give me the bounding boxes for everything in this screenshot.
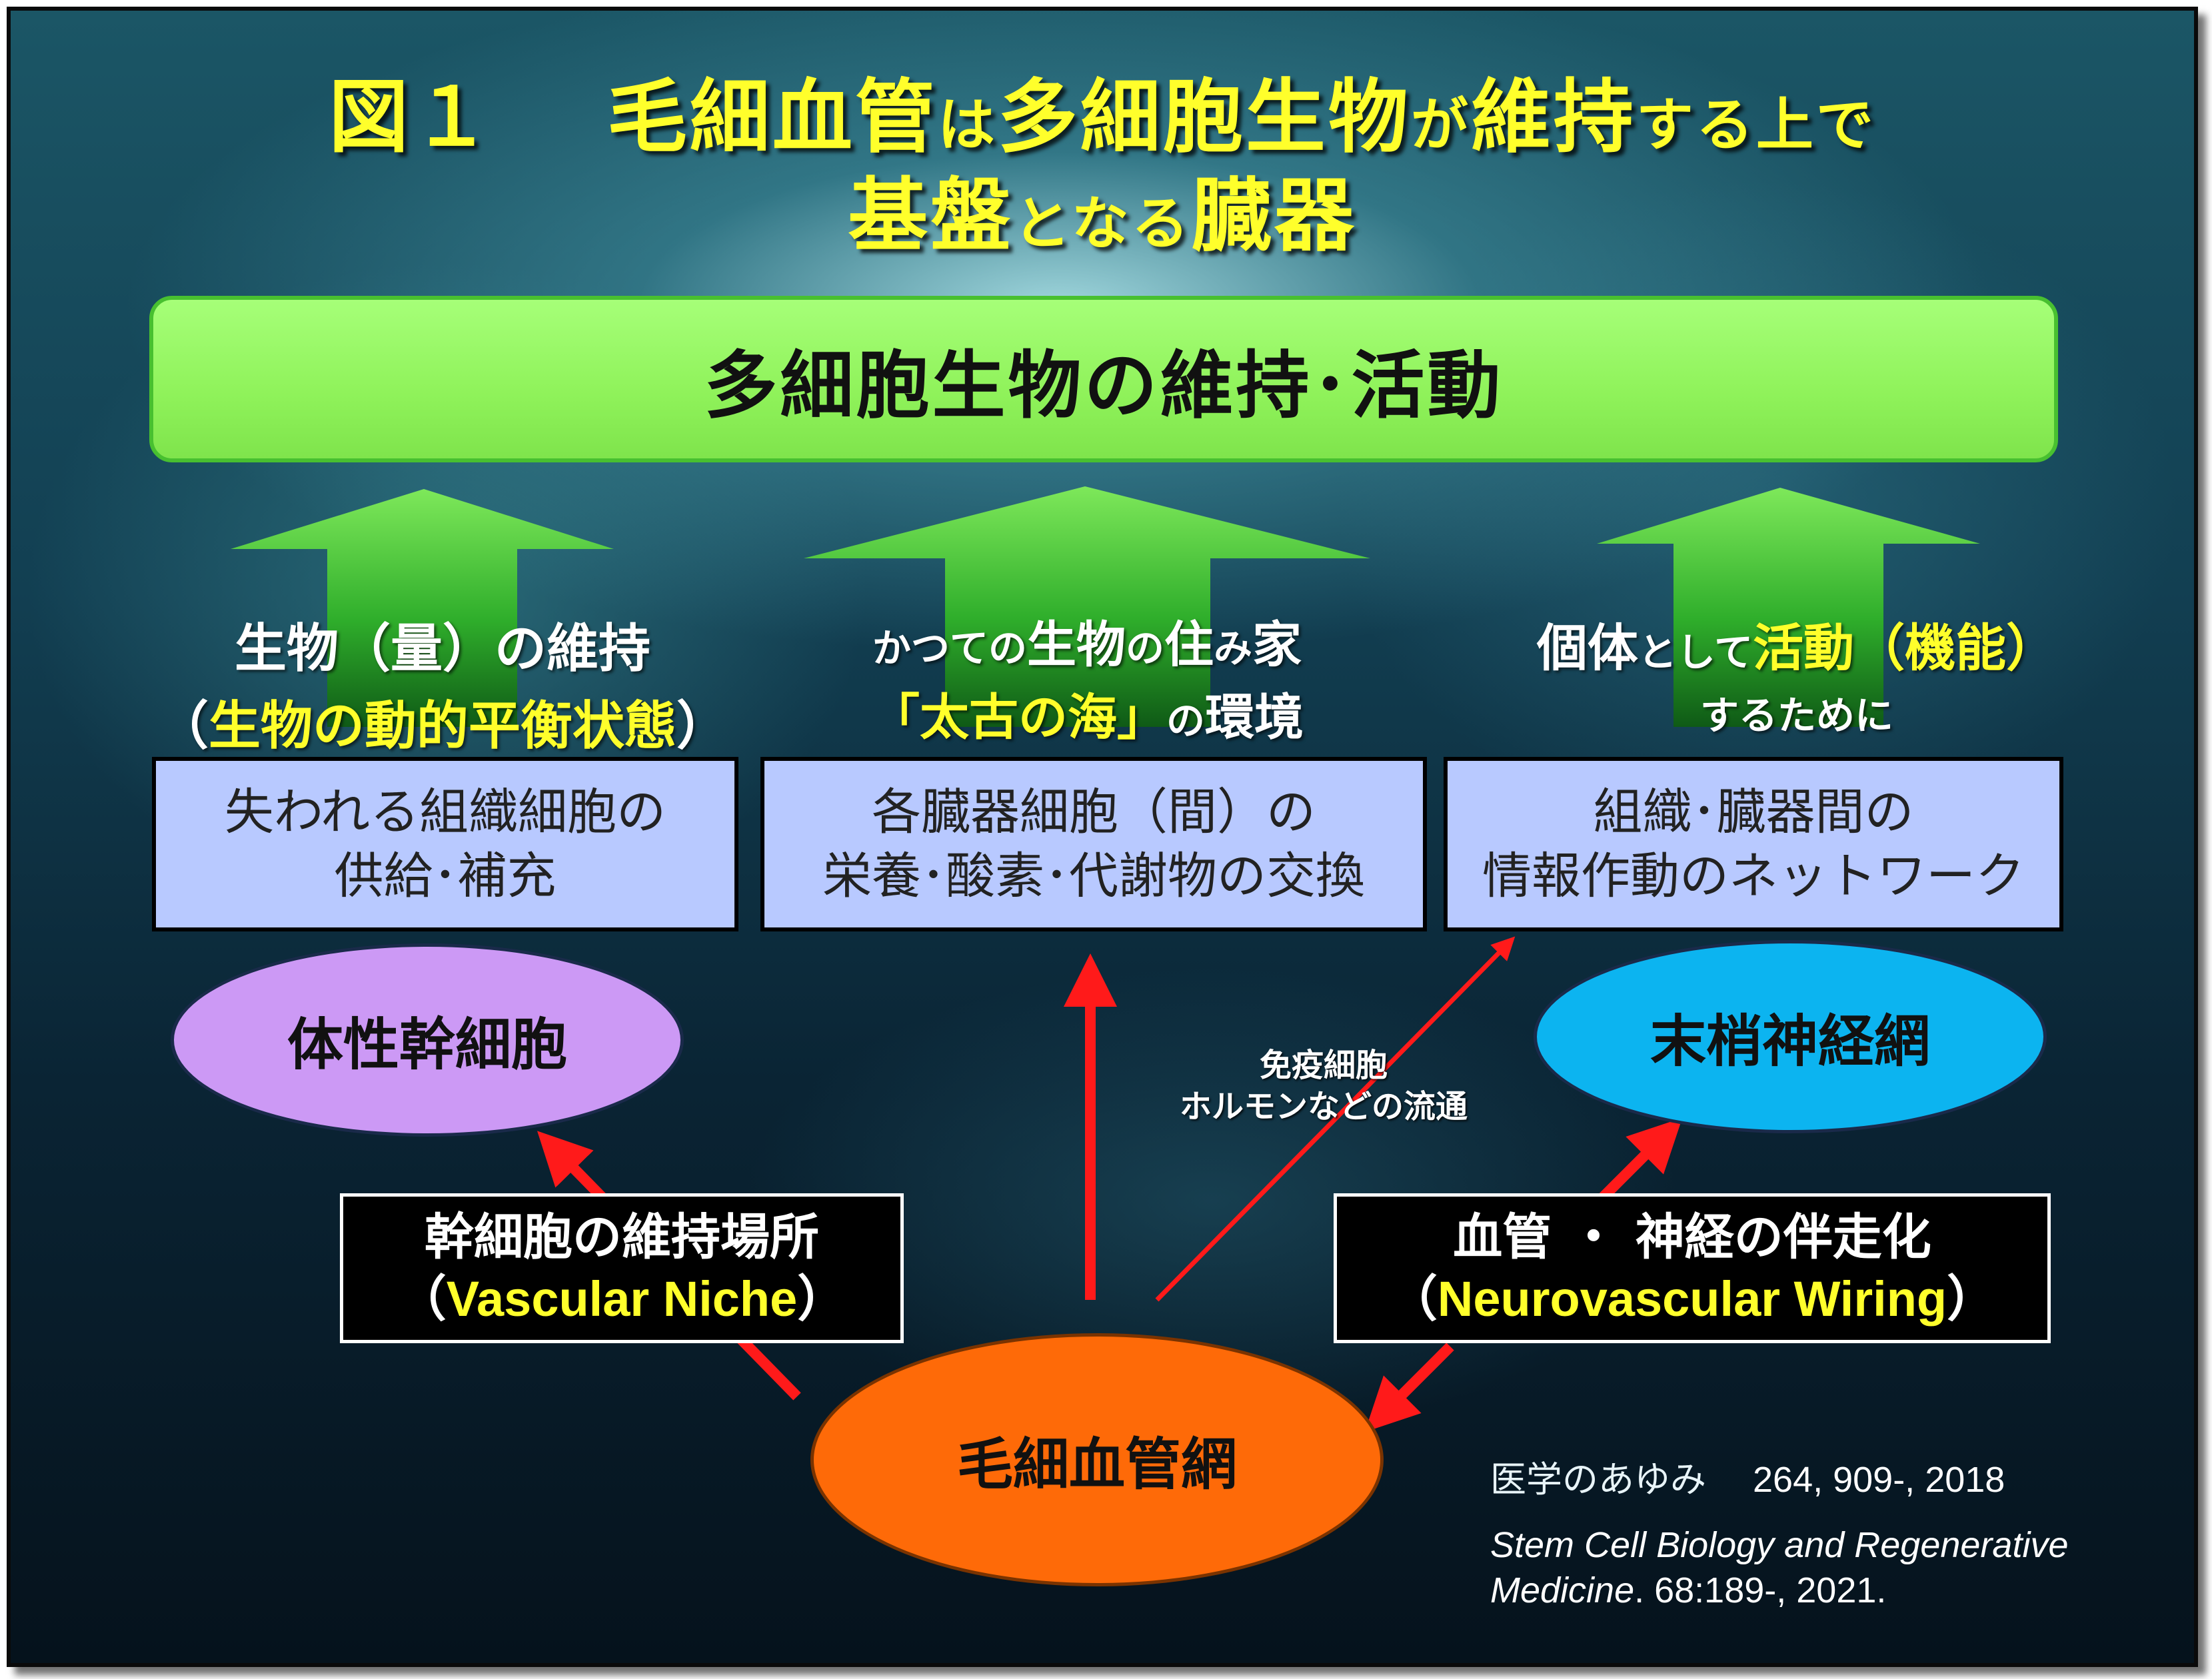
title-part: 毛細血管 bbox=[606, 71, 938, 164]
box-exchange: 各臓器細胞（間）の 栄養･酸素･代謝物の交換 bbox=[760, 757, 1427, 931]
caption-part: 住 bbox=[1164, 616, 1214, 674]
box-supply: 失われる組織細胞の 供給･補充 bbox=[152, 757, 738, 931]
paren: （ bbox=[1388, 1270, 1438, 1328]
caption-part: 個体 bbox=[1536, 618, 1638, 678]
caption-right: 個体として活動（機能） するために bbox=[1464, 607, 2130, 740]
ellipse-peripheral-nerve: 末梢神経網 bbox=[1534, 940, 2047, 1133]
vascular-niche-label: Vascular Niche bbox=[446, 1271, 798, 1327]
caption-left: 生物（量）の維持 （生物の動的平衡状態） bbox=[123, 607, 762, 759]
box-network: 組織･臓器間の 情報作動のネットワーク bbox=[1444, 757, 2063, 931]
title-part: する上で bbox=[1636, 92, 1876, 159]
caption-left-line-1: 生物（量）の維持 bbox=[234, 619, 650, 679]
caption-part: 生物 bbox=[1026, 616, 1126, 674]
reference-1: 医学のあゆみ 264, 909-, 2018 bbox=[1490, 1450, 2005, 1502]
flow-label-line-1: 免疫細胞 bbox=[1259, 1047, 1388, 1084]
title-line-1: 図１ 毛細血管は多細胞生物が維持する上で bbox=[11, 52, 2194, 168]
reference-2-journal-line-1: Stem Cell Biology and Regenerative bbox=[1490, 1525, 2069, 1565]
flow-label: 免疫細胞 ホルモンなどの流通 bbox=[1144, 1045, 1504, 1128]
ellipse-capillary-network: 毛細血管網 bbox=[810, 1333, 1384, 1586]
box-exchange-line-1: 各臓器細胞（間）の bbox=[872, 783, 1316, 841]
top-bar-label: 多細胞生物の維持･活動 bbox=[704, 343, 1504, 428]
flow-label-line-2: ホルモンなどの流通 bbox=[1179, 1088, 1468, 1126]
box-vascular-niche: 幹細胞の維持場所 （Vascular Niche） bbox=[340, 1193, 904, 1343]
box-neurovascular-wiring-line-1: 血管 ・ 神経の伴走化 bbox=[1453, 1209, 1931, 1266]
title-part: 維持 bbox=[1470, 71, 1636, 164]
ellipse-capillary-network-label: 毛細血管網 bbox=[956, 1431, 1237, 1497]
ellipse-peripheral-nerve-label: 末梢神経網 bbox=[1650, 1008, 1930, 1074]
paren: （ bbox=[156, 696, 209, 756]
up-arrow-right bbox=[1597, 488, 1980, 727]
title-line-2: 基盤となる臓器 bbox=[11, 151, 2194, 267]
neurovascular-wiring-label: Neurovascular Wiring bbox=[1437, 1271, 1947, 1327]
title-part: となる bbox=[1013, 191, 1192, 257]
reference-2: Stem Cell Biology and Regenerative Medic… bbox=[1490, 1523, 2068, 1613]
paren: ） bbox=[797, 1270, 847, 1328]
slide: 図１ 毛細血管は多細胞生物が維持する上で 基盤となる臓器 多細胞生物の維持･活動 bbox=[7, 7, 2198, 1667]
caption-part: み bbox=[1214, 626, 1253, 671]
title-part: 臓器 bbox=[1191, 170, 1357, 263]
box-exchange-line-2: 栄養･酸素･代謝物の交換 bbox=[822, 847, 1365, 905]
arrow-nerve-to-capillary bbox=[1364, 1343, 1454, 1432]
reference-1-detail: 264, 909-, 2018 bbox=[1753, 1460, 2005, 1500]
box-vascular-niche-line-1: 幹細胞の維持場所 bbox=[425, 1209, 819, 1266]
up-arrow-left bbox=[231, 489, 614, 727]
caption-part: の bbox=[1125, 626, 1164, 671]
box-supply-line-1: 失われる組織細胞の bbox=[224, 783, 666, 841]
title-part: 基盤 bbox=[848, 170, 1014, 263]
caption-right-highlight: 活動（機能） bbox=[1753, 618, 2057, 678]
caption-part: 環境 bbox=[1205, 689, 1304, 746]
reference-2-journal-line-2: Medicine bbox=[1490, 1570, 1635, 1610]
caption-left-highlight: 生物の動的平衡状態 bbox=[208, 696, 676, 756]
arrow-capillary-to-nerve bbox=[1596, 1117, 1683, 1204]
up-arrow-center bbox=[804, 486, 1370, 727]
arrow-layer bbox=[231, 486, 1980, 1432]
caption-part: として bbox=[1638, 630, 1753, 675]
box-neurovascular-wiring: 血管 ・ 神経の伴走化 （Neurovascular Wiring） bbox=[1334, 1193, 2051, 1343]
caption-part: かつての bbox=[872, 626, 1027, 671]
caption-part: の bbox=[1166, 698, 1205, 744]
ellipse-somatic-stem-cell-label: 体性幹細胞 bbox=[287, 1011, 567, 1077]
paren: （ bbox=[397, 1270, 447, 1328]
title-part: が bbox=[1410, 92, 1471, 159]
box-network-line-1: 組織･臓器間の bbox=[1593, 783, 1914, 841]
ellipse-somatic-stem-cell: 体性幹細胞 bbox=[171, 943, 684, 1137]
reference-1-source: 医学のあゆみ bbox=[1490, 1458, 1706, 1500]
title-part: 多細胞生物 bbox=[997, 71, 1411, 164]
caption-center: かつての生物の住み家 「太古の海」の環境 bbox=[767, 605, 1407, 749]
top-bar: 多細胞生物の維持･活動 bbox=[149, 296, 2058, 462]
figure-number: 図１ bbox=[329, 71, 607, 164]
paren: ） bbox=[1947, 1270, 1997, 1328]
caption-center-highlight: 「太古の海」 bbox=[870, 689, 1166, 746]
caption-right-line-2: するために bbox=[1699, 693, 1893, 738]
title-part: は bbox=[937, 92, 998, 159]
reference-2-detail: . 68:189-, 2021. bbox=[1634, 1570, 1887, 1610]
caption-part: 家 bbox=[1252, 616, 1302, 674]
arrow-capillary-to-right-box bbox=[1155, 936, 1516, 1302]
paren: ） bbox=[676, 696, 729, 756]
box-supply-line-2: 供給･補充 bbox=[334, 847, 556, 905]
box-network-line-2: 情報作動のネットワーク bbox=[1482, 847, 2025, 905]
